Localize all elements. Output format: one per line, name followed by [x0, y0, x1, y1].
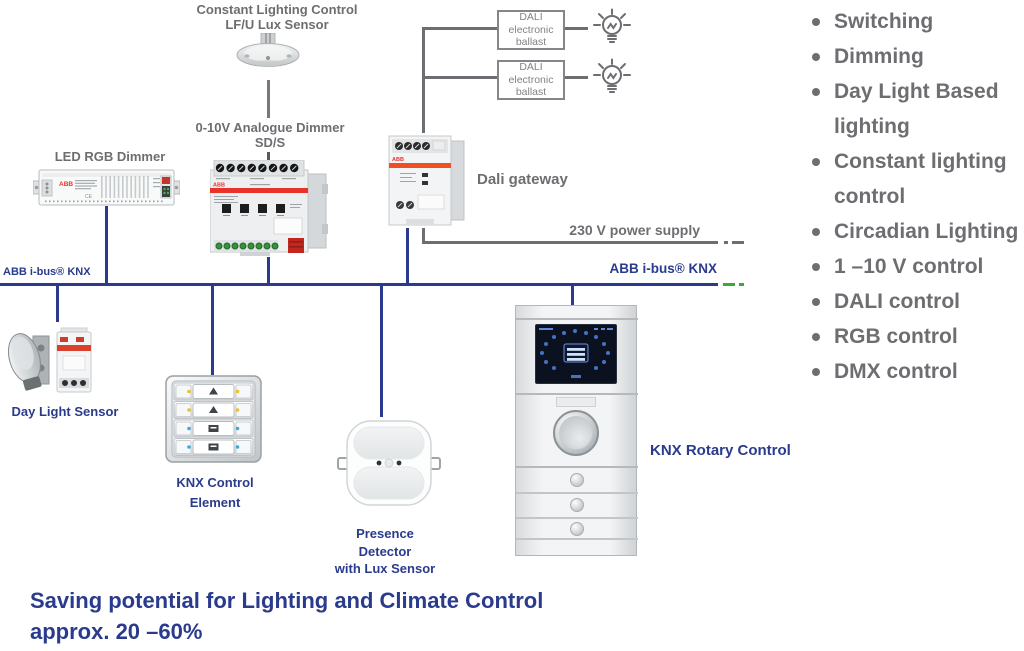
knx-bus-dash-2	[739, 283, 744, 286]
abb-logo: ABB	[213, 183, 225, 189]
knx-bus-line	[0, 283, 718, 286]
connector-control-element	[211, 286, 214, 375]
connector-daylight-sensor	[56, 286, 59, 322]
feature-item: Dimming	[800, 39, 1024, 74]
connector-bulb-2	[565, 76, 588, 79]
knx-control-element-image	[165, 375, 262, 463]
day-light-sensor-image	[7, 327, 92, 393]
connector-rotary-control	[571, 286, 574, 305]
connector-analogue-dimmer	[267, 257, 270, 283]
knx-bus-label-left: ABB i-bus® KNX	[3, 266, 91, 278]
connector-bulb-1	[565, 27, 588, 30]
feature-item: Constant lighting control	[800, 144, 1024, 214]
lux-sensor-stem	[267, 80, 270, 118]
rotary-knob-inner	[559, 416, 593, 450]
feature-item: 1 –10 V control	[800, 249, 1024, 284]
knx-rotary-control-image	[515, 305, 638, 556]
dali-gateway-label: Dali gateway	[477, 171, 568, 188]
feature-item: RGB control	[800, 319, 1024, 354]
connector-sensor-dimmer	[267, 152, 270, 160]
led-rgb-dimmer-image: ABB CE	[33, 169, 180, 206]
connector-230v-vertical	[422, 228, 425, 243]
feature-item: DMX control	[800, 354, 1024, 389]
connector-led-dimmer	[105, 206, 108, 283]
led-rgb-dimmer-label: LED RGB Dimmer	[54, 149, 166, 164]
feature-item: Day Light Based lighting	[800, 74, 1024, 144]
rotary-button-3	[570, 522, 584, 536]
analogue-dimmer-label: 0-10V Analogue Dimmer SD/S	[195, 120, 345, 151]
rotary-row-divider	[516, 517, 638, 519]
rotary-row-divider	[516, 492, 638, 494]
light-bulb-icon	[593, 58, 631, 93]
rotary-row-divider	[516, 538, 638, 540]
svg-text:CE: CE	[85, 194, 93, 200]
knx-rotary-control-label: KNX Rotary Control	[650, 442, 791, 459]
presence-detector-image	[337, 420, 441, 506]
connector-gateway	[406, 228, 409, 283]
rotary-label-slot	[556, 397, 596, 407]
rotary-button-2	[570, 498, 584, 512]
dali-ballast-box-2: DALI electronic ballast	[497, 60, 565, 100]
dali-ballast-box-1: DALI electronic ballast	[497, 10, 565, 50]
knx-bus-dash-1	[723, 283, 735, 286]
knx-control-element-label: KNX Control Element	[176, 475, 254, 510]
connector-230v-dot	[724, 241, 728, 244]
feature-item: Switching	[800, 4, 1024, 39]
day-light-sensor-label: Day Light Sensor	[11, 404, 119, 419]
rotary-screen	[535, 324, 617, 384]
presence-detector-label: Presence Detector with Lux Sensor	[334, 526, 436, 576]
feature-item: Circadian Lighting	[800, 214, 1024, 249]
saving-potential-text: Saving potential for Lighting and Climat…	[30, 588, 544, 644]
connector-ballast-2	[422, 76, 497, 79]
lux-sensor-image	[236, 33, 300, 68]
connector-230v-dash	[732, 241, 744, 244]
rotary-divider	[516, 466, 638, 468]
power-supply-label: 230 V power supply	[569, 222, 700, 238]
feature-list: Switching Dimming Day Light Based lighti…	[800, 4, 1024, 389]
rotary-button-1	[570, 473, 584, 487]
rotary-divider	[516, 393, 638, 395]
connector-ballast-1	[422, 27, 497, 30]
analogue-dimmer-image: ABB	[210, 160, 328, 256]
light-bulb-icon	[593, 8, 631, 43]
dali-gateway-image: ABB	[388, 135, 465, 226]
connector-presence-detector	[380, 286, 383, 417]
abb-logo: ABB	[392, 157, 404, 163]
rotary-screen-content	[539, 328, 613, 378]
lux-sensor-label: Constant Lighting Control LF/U Lux Senso…	[196, 2, 358, 33]
connector-230v-line	[422, 241, 718, 244]
feature-item: DALI control	[800, 284, 1024, 319]
abb-logo: ABB	[59, 181, 73, 188]
knx-bus-label-right: ABB i-bus® KNX	[609, 261, 717, 276]
connector-dali-vertical	[422, 27, 425, 133]
rotary-top-divider	[516, 318, 638, 320]
